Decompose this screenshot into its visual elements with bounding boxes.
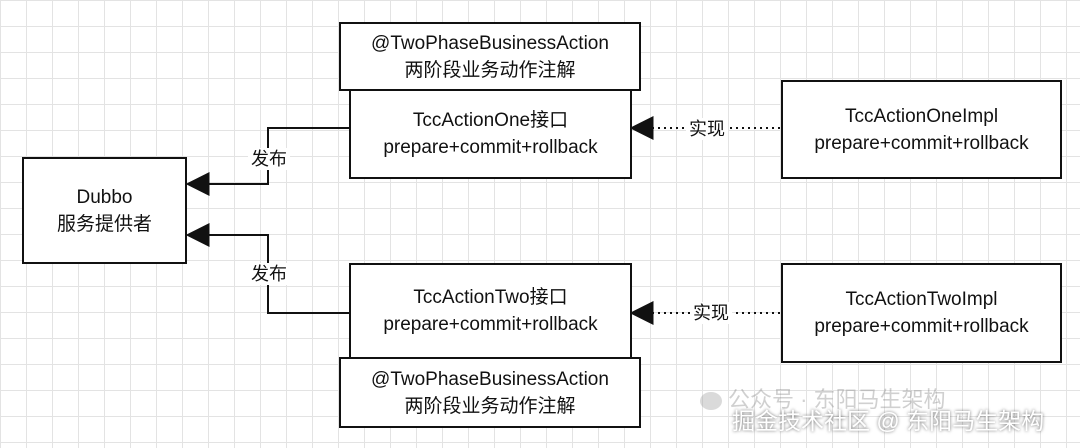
watermark-wechat: 公众号 · 东阳马生架构 — [728, 387, 946, 412]
dubbo-node-title: Dubbo — [76, 186, 133, 208]
tcc-action-one-methods: prepare+commit+rollback — [383, 137, 598, 158]
tcc-action-two-title: TccActionTwo接口 — [413, 287, 568, 308]
wechat-icon — [700, 392, 722, 410]
annotation-top-subtitle: 两阶段业务动作注解 — [404, 59, 576, 81]
watermark-juejin: 掘金技术社区 @ 东阳马生架构 — [732, 408, 1045, 434]
tcc-action-one-impl-methods: prepare+commit+rollback — [814, 132, 1029, 154]
tcc-action-one-impl-title: TccActionOneImpl — [844, 105, 999, 127]
annotation-top-title: @TwoPhaseBusinessAction — [371, 32, 609, 54]
tcc-action-two-impl-title: TccActionTwoImpl — [845, 289, 998, 310]
implement-one-label: 实现 — [686, 118, 728, 140]
publish-one-label: 发布 — [248, 148, 290, 170]
tcc-action-one-node: TccActionOne接口 prepare+commit+rollback — [349, 89, 632, 179]
publish-two-label: 发布 — [248, 263, 290, 285]
tcc-action-two-methods: prepare+commit+rollback — [383, 314, 598, 335]
tcc-action-one-impl-node: TccActionOneImpl prepare+commit+rollback — [781, 80, 1062, 179]
annotation-bottom-title: @TwoPhaseBusinessAction — [371, 368, 609, 390]
tcc-action-one-title: TccActionOne接口 — [412, 110, 569, 131]
tcc-action-two-node: TccActionTwo接口 prepare+commit+rollback — [349, 263, 632, 359]
implement-two-label: 实现 — [690, 302, 732, 324]
tcc-action-two-impl-node: TccActionTwoImpl prepare+commit+rollback — [781, 263, 1062, 363]
annotation-top-node: @TwoPhaseBusinessAction 两阶段业务动作注解 — [339, 22, 641, 91]
dubbo-provider-node: Dubbo 服务提供者 — [22, 157, 187, 264]
dubbo-node-subtitle: 服务提供者 — [56, 213, 152, 235]
tcc-action-two-impl-methods: prepare+commit+rollback — [814, 316, 1029, 337]
annotation-bottom-subtitle: 两阶段业务动作注解 — [404, 395, 576, 417]
annotation-bottom-node: @TwoPhaseBusinessAction 两阶段业务动作注解 — [339, 357, 641, 428]
